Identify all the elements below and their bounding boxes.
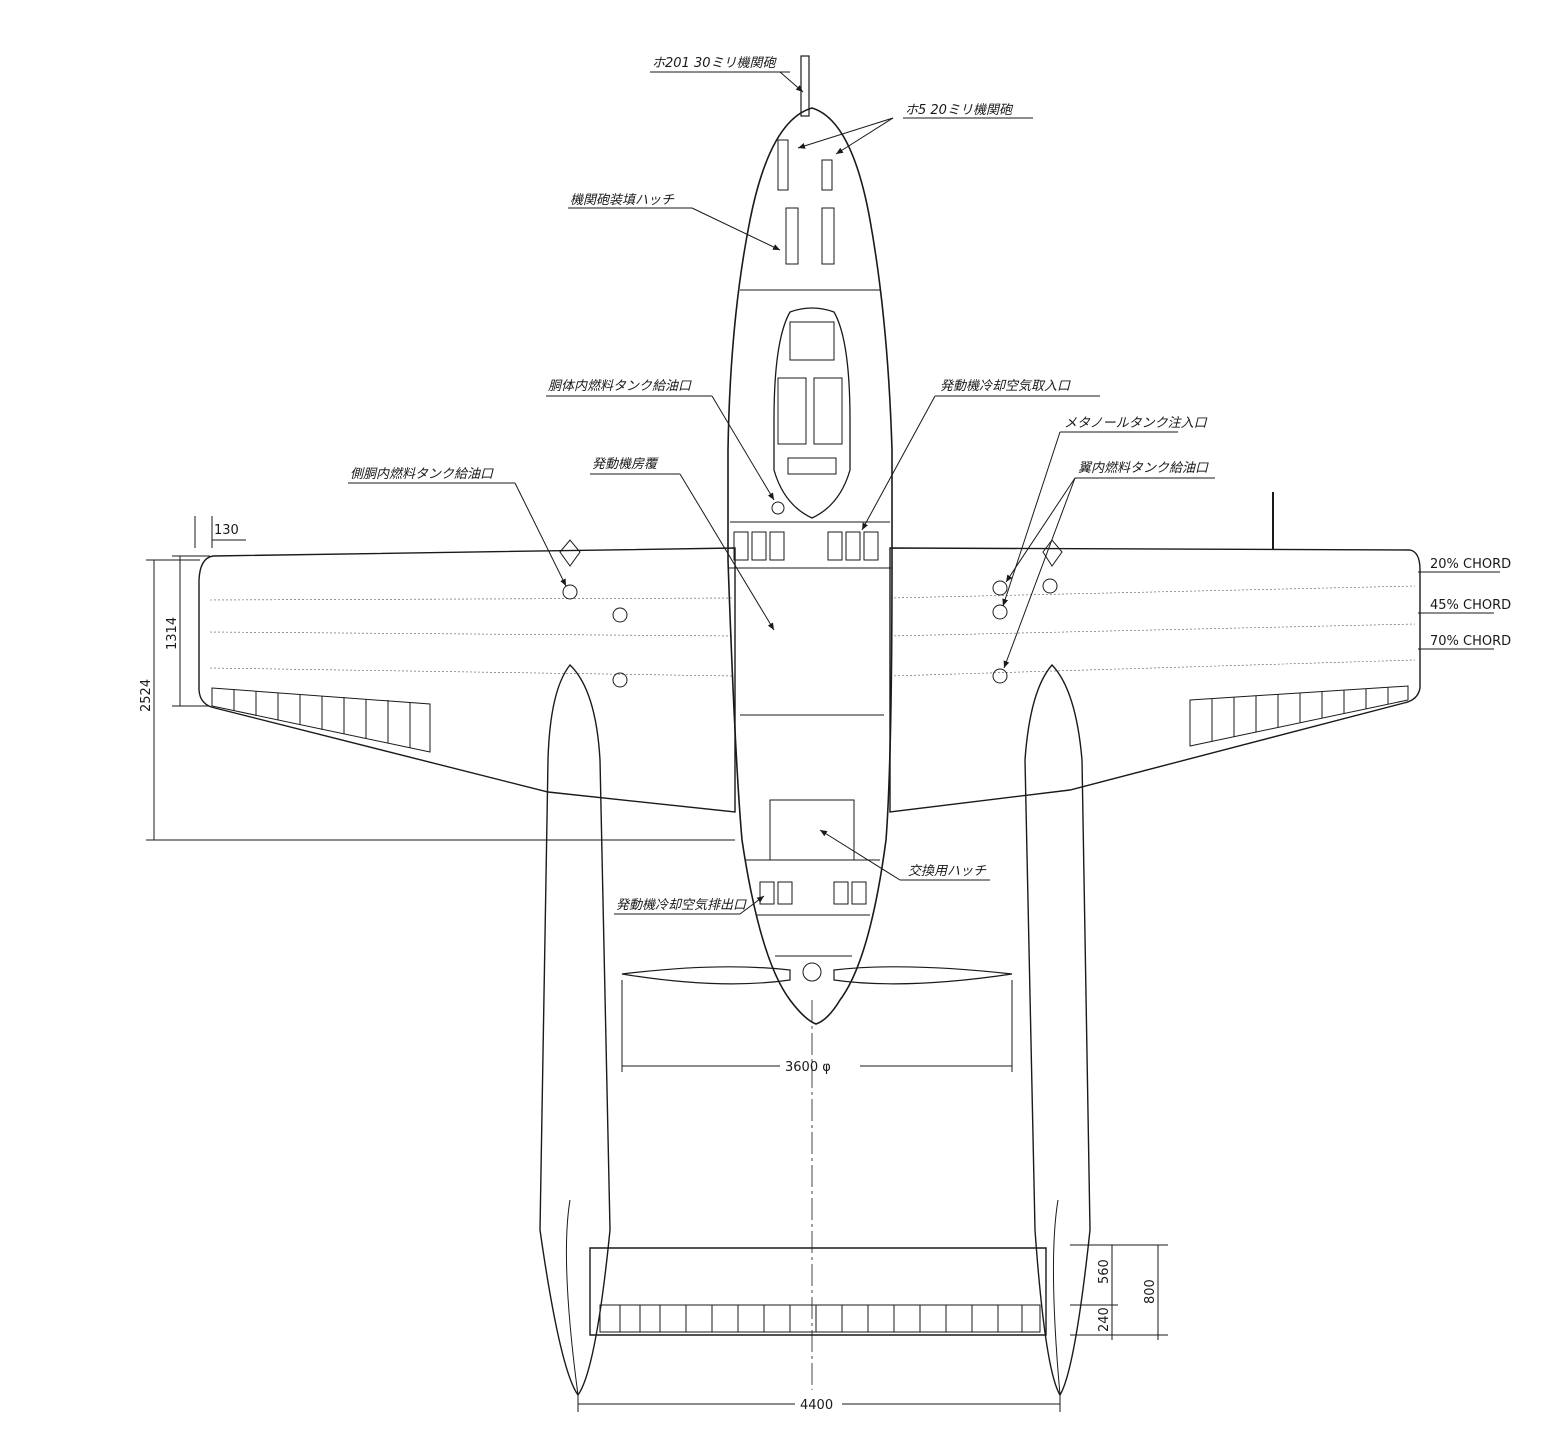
- right-wing-filler-cap-2: [992, 604, 1008, 620]
- left-aileron: [211, 687, 431, 753]
- callout-boom-tank-filler: 側胴内燃料タンク給油口: [350, 467, 494, 482]
- chord-label-20: 20% CHORD: [1430, 557, 1511, 572]
- right-boom-rudder-line: [1052, 1199, 1061, 1396]
- right-chord-line-45: [889, 623, 1416, 637]
- horizontal-stabilizer: [589, 1247, 1047, 1336]
- left-chord-line-45: [209, 631, 736, 637]
- ammo-bay-right: [821, 207, 835, 265]
- dim-2524: 2524: [139, 679, 154, 712]
- callout-engine-outlet: 発動機冷却空気排出口: [616, 898, 747, 913]
- callout-gun-30mm: ホ201 30ミリ機関砲: [652, 56, 777, 71]
- callout-methanol-filler: メタノールタンク注入口: [1064, 416, 1208, 431]
- callout-wing-tank-filler: 翼内燃料タンク給油口: [1078, 461, 1209, 476]
- chord-labels: 20% CHORD 45% CHORD 70% CHORD: [1418, 557, 1511, 650]
- left-wing: [198, 547, 736, 813]
- cockpit-canopy: [773, 307, 851, 519]
- fuselage: [727, 55, 893, 1025]
- right-chord-line-70: [889, 659, 1416, 677]
- left-boom-rudder-line: [565, 1199, 579, 1396]
- dim-3600: 3600 φ: [785, 1060, 831, 1075]
- right-tail-boom: [1024, 663, 1091, 1397]
- right-wing: [889, 547, 1421, 813]
- right-wing-filler-cap: [992, 580, 1008, 596]
- callout-fuselage-tank-filler: 胴体内燃料タンク給油口: [548, 379, 692, 394]
- left-boom-fairing: [559, 539, 581, 567]
- canopy-panel-left: [777, 377, 807, 445]
- fuselage-filler-cap: [771, 501, 785, 515]
- nose-guns: [777, 55, 835, 265]
- dim-130: 130: [214, 523, 239, 538]
- right-aileron: [1189, 685, 1409, 747]
- left-wing-filler-cap-2: [612, 607, 628, 623]
- exchange-hatch-outline: [769, 799, 855, 861]
- chord-label-45: 45% CHORD: [1430, 598, 1511, 613]
- dim-240: 240: [1097, 1307, 1112, 1332]
- left-chord-line-20: [209, 597, 736, 601]
- propeller: [621, 966, 1013, 985]
- gun-20mm-right: [821, 159, 833, 191]
- right-boom-fairing: [1042, 539, 1063, 567]
- canopy-panel-right: [813, 377, 843, 445]
- dim-4400: 4400: [800, 1398, 833, 1413]
- canopy-aft-frame: [787, 457, 837, 475]
- elevator: [599, 1304, 1041, 1333]
- gun-30mm-barrel: [800, 55, 810, 117]
- left-tail-boom: [539, 663, 611, 1397]
- dim-1314: 1314: [165, 617, 180, 650]
- callout-engine-cowl: 発動機房覆: [592, 457, 659, 472]
- cooling-air-intakes: [733, 531, 879, 561]
- right-wing-filler-cap-4: [1042, 578, 1058, 594]
- left-wing-filler-cap-3: [612, 672, 628, 688]
- callout-gun-hatch: 機関砲装填ハッチ: [570, 193, 675, 208]
- propeller-blade-left: [621, 966, 791, 985]
- left-chord-line-70: [209, 667, 736, 677]
- callout-gun-20mm: ホ5 20ミリ機関砲: [905, 103, 1014, 118]
- right-chord-line-20: [889, 585, 1416, 599]
- right-wing-filler-cap-3: [992, 668, 1008, 684]
- gun-20mm-left: [777, 139, 789, 191]
- callout-engine-intake: 発動機冷却空気取入口: [940, 379, 1071, 394]
- left-wing-filler-cap: [562, 584, 578, 600]
- fuselage-outline: [727, 107, 893, 1025]
- cooling-air-outlets: [759, 881, 867, 905]
- main-wing: [198, 492, 1421, 813]
- chord-label-70: 70% CHORD: [1430, 634, 1511, 649]
- callouts: ホ201 30ミリ機関砲 ホ5 20ミリ機関砲 機関砲装填ハッチ 胴体内燃料タン…: [348, 56, 1215, 915]
- propeller-blade-right: [833, 966, 1013, 985]
- dim-800: 800: [1143, 1279, 1158, 1304]
- callout-exchange-hatch: 交換用ハッチ: [908, 863, 987, 879]
- dim-560: 560: [1097, 1259, 1112, 1284]
- propeller-spinner-hub: [802, 962, 822, 982]
- dimensions: 130 1314 2524 3600 φ 560 240 800 4400: [139, 516, 1168, 1413]
- canopy-front-frame: [789, 321, 835, 361]
- ammo-bay-left: [785, 207, 799, 265]
